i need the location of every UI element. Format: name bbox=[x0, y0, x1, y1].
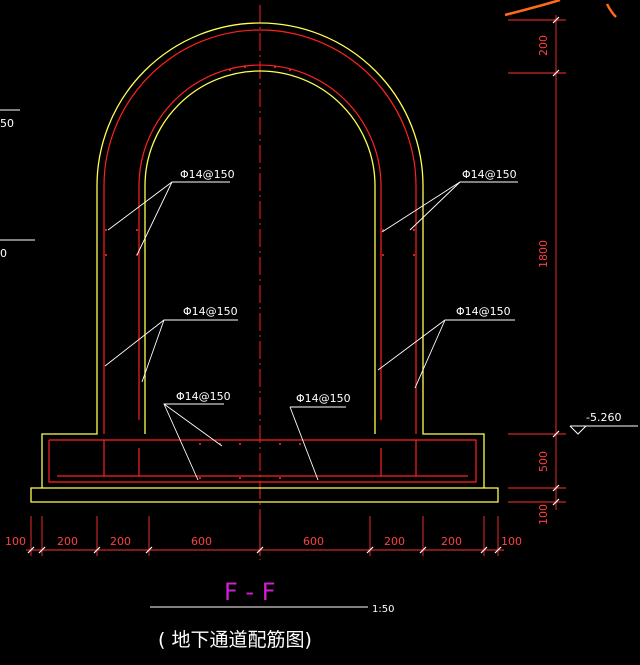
leader-lines bbox=[0, 109, 518, 608]
dim-h-1: 100 bbox=[5, 535, 26, 548]
dim-h-2: 200 bbox=[57, 535, 78, 548]
dim-h-4: 600 bbox=[191, 535, 212, 548]
horizontal-dimension-ticks bbox=[27, 546, 502, 554]
rebar-label-arch-right: Φ14@150 bbox=[462, 168, 517, 181]
left-edge-label-2: 0 bbox=[0, 247, 7, 260]
adjacent-drawing-fragment bbox=[504, 0, 561, 17]
dim-h-3: 200 bbox=[110, 535, 131, 548]
dim-h-5: 600 bbox=[303, 535, 324, 548]
left-edge-label-1: 50 bbox=[0, 117, 14, 130]
cavity-outline bbox=[144, 70, 376, 434]
elevation-label: -5.260 bbox=[586, 411, 621, 424]
base-rebar bbox=[48, 439, 477, 483]
rebar-label-arch-left: Φ14@150 bbox=[180, 168, 235, 181]
dim-v-4: 100 bbox=[537, 504, 550, 525]
scale-label: 1:50 bbox=[372, 604, 394, 615]
dim-h-8: 100 bbox=[501, 535, 522, 548]
rebar-label-wall-right: Φ14@150 bbox=[456, 305, 511, 318]
rebar-label-base-right: Φ14@150 bbox=[296, 392, 351, 405]
rebar-dots bbox=[105, 66, 415, 479]
dim-h-7: 200 bbox=[441, 535, 462, 548]
adjacent-drawing-fragment-2 bbox=[605, 3, 617, 18]
rebar-label-wall-left: Φ14@150 bbox=[183, 305, 238, 318]
vertical-dimension-values: 200 1800 500 100 bbox=[537, 35, 550, 525]
vertical-dimension-ticks bbox=[552, 16, 560, 506]
dim-v-1: 200 bbox=[537, 35, 550, 56]
horizontal-dimension-values: 100 200 200 600 600 200 200 100 bbox=[5, 535, 522, 548]
dim-v-2: 1800 bbox=[537, 240, 550, 268]
dim-h-6: 200 bbox=[384, 535, 405, 548]
elevation-marker bbox=[569, 425, 638, 435]
outer-rebar bbox=[103, 29, 417, 434]
rebar-label-base-left: Φ14@150 bbox=[176, 390, 231, 403]
concrete-outline bbox=[30, 22, 499, 503]
horizontal-dimension bbox=[26, 516, 504, 556]
section-title: F - F bbox=[224, 578, 276, 606]
drawing-caption: ( 地下通道配筋图) bbox=[158, 629, 312, 651]
inner-rebar bbox=[138, 64, 382, 420]
dim-v-3: 500 bbox=[537, 451, 550, 472]
